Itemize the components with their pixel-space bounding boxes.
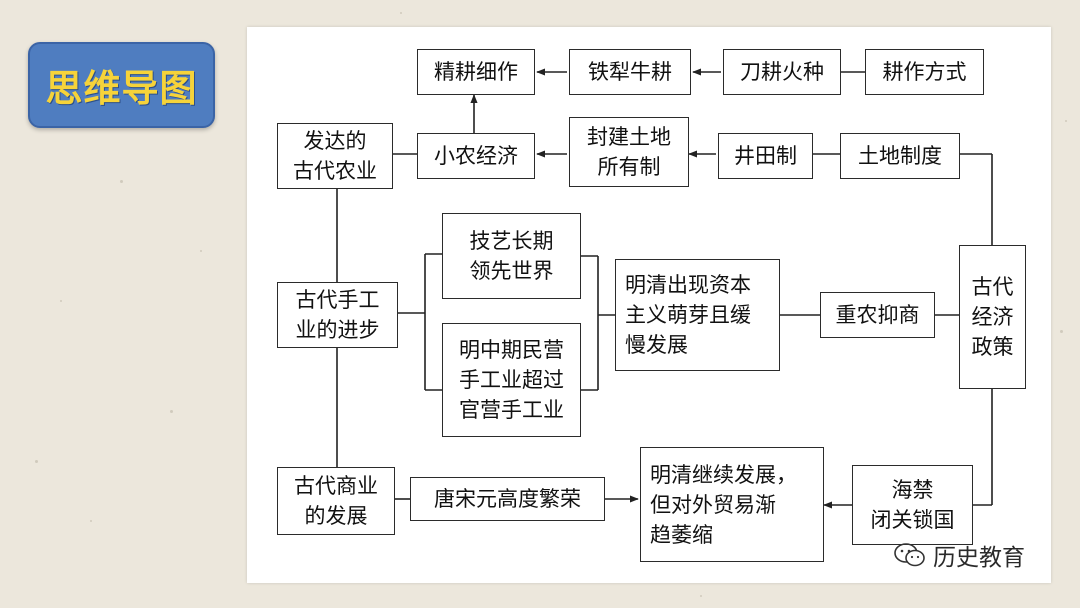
watermark-text: 历史教育 (933, 545, 1025, 571)
mind-map-badge: 思维导图 (28, 42, 215, 128)
node-tudi: 土地制度 (840, 133, 960, 179)
node-mingqing-ziben: 明清出现资本 主义萌芽且缓 慢发展 (615, 259, 780, 371)
node-mingqing-jixu: 明清继续发展， 但对外贸易渐 趋萎缩 (640, 447, 824, 562)
node-tangsong: 唐宋元高度繁荣 (410, 477, 605, 521)
node-shangye: 古代商业 的发展 (277, 467, 395, 535)
node-jinggeng: 精耕细作 (417, 49, 535, 95)
mind-map-panel: 精耕细作 铁犁牛耕 刀耕火种 耕作方式 发达的 古代农业 小农经济 封建土地 所… (247, 27, 1051, 583)
badge-title: 思维导图 (45, 67, 198, 110)
node-gengzuo: 耕作方式 (865, 49, 984, 95)
node-tieli: 铁犁牛耕 (569, 49, 691, 95)
node-gudai-shougongye: 古代手工 业的进步 (277, 282, 398, 348)
node-fada: 发达的 古代农业 (277, 123, 393, 189)
node-fengjian: 封建土地 所有制 (569, 117, 689, 187)
node-gudai-jingji: 古代 经济 政策 (959, 245, 1026, 389)
node-jingtian: 井田制 (718, 133, 813, 179)
node-jiyi: 技艺长期 领先世界 (442, 213, 581, 299)
node-xiaonong: 小农经济 (417, 133, 535, 179)
node-zhongnong: 重农抑商 (820, 292, 935, 338)
node-mingzhong: 明中期民营 手工业超过 官营手工业 (442, 323, 581, 437)
wechat-icon (894, 543, 925, 567)
connector-lines (336, 68, 993, 509)
node-haijin: 海禁 闭关锁国 (852, 465, 973, 545)
node-daogeng: 刀耕火种 (723, 49, 841, 95)
watermark: 历史教育 (893, 538, 1025, 572)
